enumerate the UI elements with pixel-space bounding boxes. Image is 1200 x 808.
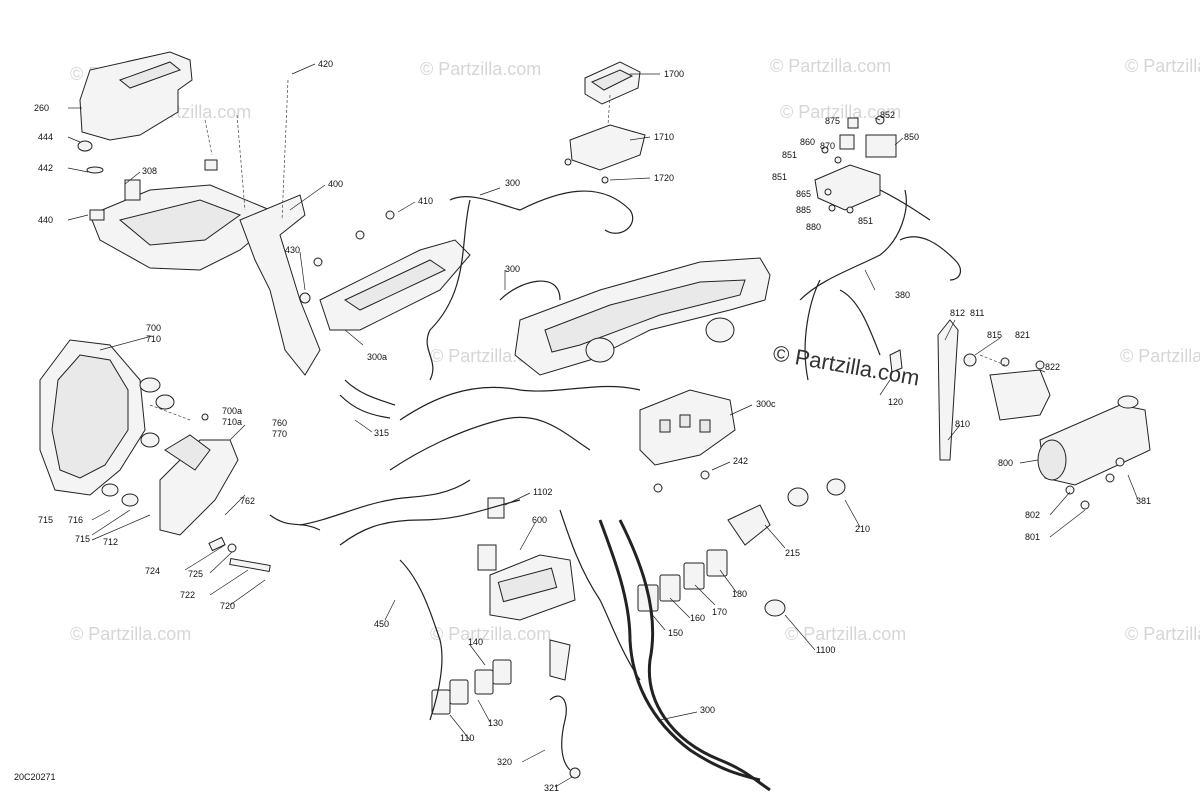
part-label: 722	[180, 590, 195, 600]
part-label: 700	[146, 323, 161, 333]
part-label: 851	[858, 216, 873, 226]
dash-frame	[514, 257, 771, 376]
part-label: 140	[468, 637, 483, 647]
part-label: 860	[800, 137, 815, 147]
part-label: 851	[772, 172, 787, 182]
part-label: 170	[712, 607, 727, 617]
part-label: 850	[904, 132, 919, 142]
part-label: 1102	[533, 487, 552, 497]
part-labels: 420 260 444 442 308 440 400 410 430 1700…	[34, 59, 1151, 793]
part-label: 430	[285, 245, 300, 255]
part-label: 724	[145, 566, 160, 576]
part-label: 716	[68, 515, 83, 525]
part-label: 120	[888, 397, 903, 407]
part-label: 130	[488, 718, 503, 728]
bracket-assembly	[299, 210, 471, 331]
part-label: 440	[38, 215, 53, 225]
part-label: 180	[732, 589, 747, 599]
part-label: 300c	[756, 399, 776, 409]
part-label: 1700	[664, 69, 684, 79]
part-label: 715	[75, 534, 90, 544]
part-label: 812	[950, 308, 965, 318]
part-label: 800	[998, 458, 1013, 468]
part-label: 802	[1025, 510, 1040, 520]
part-label: 715	[38, 515, 53, 525]
part-label: 400	[328, 179, 343, 189]
part-label: 810	[955, 419, 970, 429]
part-label: 315	[374, 428, 389, 438]
part-label: 442	[38, 163, 53, 173]
relay-cluster	[814, 115, 897, 214]
part-label: 710a	[222, 417, 242, 427]
label-leaders	[67, 63, 1139, 788]
part-label: 762	[240, 496, 255, 506]
part-label: 444	[38, 132, 53, 142]
watermark-text: © Partzilla.com	[1120, 346, 1200, 366]
part-label: 712	[103, 537, 118, 547]
part-label: 710	[146, 334, 161, 344]
part-label: 260	[34, 103, 49, 113]
lower-switch-cluster	[431, 639, 581, 779]
switch-cluster	[477, 478, 846, 621]
part-label: 242	[733, 456, 748, 466]
part-label: 1710	[654, 132, 674, 142]
part-label: 410	[418, 196, 433, 206]
dashed-leaders	[149, 79, 1006, 421]
figure-id: 20C20271	[14, 772, 56, 782]
watermark-text: © Partzilla.com	[780, 102, 901, 122]
part-label: 801	[1025, 532, 1040, 542]
part-label: 760	[272, 418, 287, 428]
part-label: 875	[825, 116, 840, 126]
watermark-text: © Partzilla.com	[70, 624, 191, 644]
part-label: 215	[785, 548, 800, 558]
part-label: 700a	[222, 406, 242, 416]
part-label: 1720	[654, 173, 674, 183]
part-label: 770	[272, 429, 287, 439]
part-label: 321	[544, 783, 559, 793]
watermark-text: © Partzilla.com	[785, 624, 906, 644]
part-label: 300	[700, 705, 715, 715]
part-label: 821	[1015, 330, 1030, 340]
part-label: 870	[820, 141, 835, 151]
headlight-assembly	[39, 339, 271, 573]
watermark-text: © Partzilla.com	[420, 59, 541, 79]
relay-box	[639, 389, 736, 493]
part-label: 811	[970, 308, 984, 318]
part-label: 880	[806, 222, 821, 232]
part-label: 720	[220, 601, 235, 611]
part-label: 210	[855, 524, 870, 534]
watermark-text: © Partzilla.com	[430, 624, 551, 644]
part-label: 600	[532, 515, 547, 525]
watermark-text: © Partzilla.com	[1125, 56, 1200, 76]
ecu-assembly	[564, 61, 646, 184]
part-label: 725	[188, 569, 203, 579]
winch-assembly	[889, 319, 1151, 510]
part-label: 885	[796, 205, 811, 215]
watermark-text: © Partzilla.com	[1125, 624, 1200, 644]
part-label: 852	[880, 110, 895, 120]
part-label: 320	[497, 757, 512, 767]
part-label: 300	[505, 178, 520, 188]
part-label: 150	[668, 628, 683, 638]
part-label: 865	[796, 189, 811, 199]
part-label: 110	[460, 733, 474, 743]
part-label: 815	[987, 330, 1002, 340]
part-label: 822	[1045, 362, 1060, 372]
part-label: 308	[142, 166, 157, 176]
cover-assembly	[77, 51, 321, 376]
part-label: 420	[318, 59, 333, 69]
part-label: 300a	[367, 352, 387, 362]
part-label: 851	[782, 150, 797, 160]
part-label: 300	[505, 264, 520, 274]
part-label: 380	[895, 290, 910, 300]
wiring-harness	[269, 189, 962, 792]
part-label: 450	[374, 619, 389, 629]
watermark-text: © Partzilla.com	[770, 56, 891, 76]
part-label: 381	[1136, 496, 1151, 506]
part-label: 1100	[816, 645, 835, 655]
part-label: 160	[690, 613, 705, 623]
